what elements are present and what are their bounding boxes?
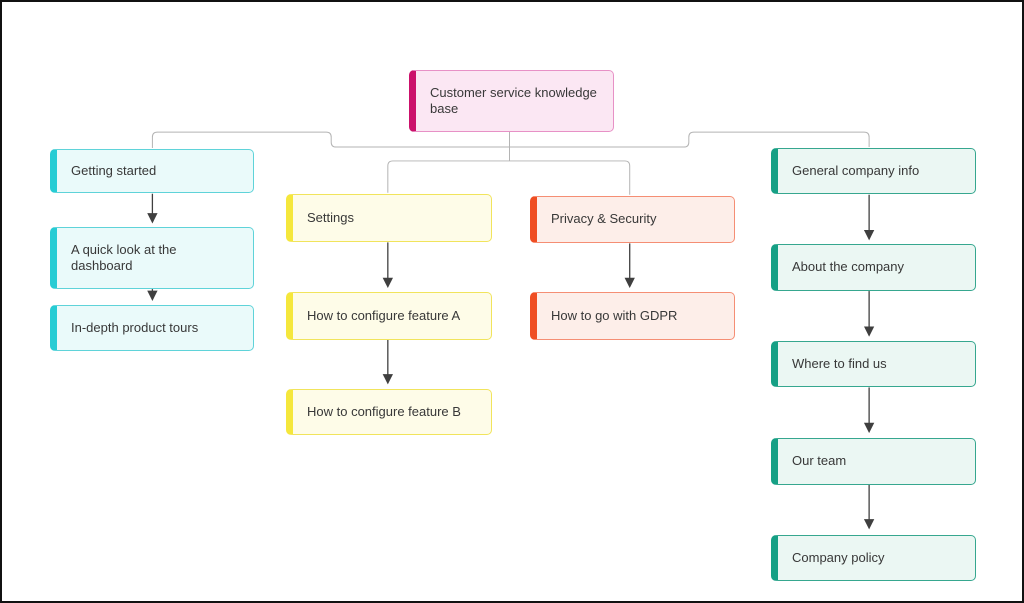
node-quick-look[interactable]: A quick look at the dashboard	[50, 227, 254, 289]
node-label: Company policy	[792, 549, 885, 565]
node-privacy[interactable]: Privacy & Security	[530, 196, 735, 243]
edge-root-general	[509, 131, 870, 148]
flow-arrows	[147, 193, 875, 530]
node-label: A quick look at the dashboard	[71, 241, 177, 273]
node-root[interactable]: Customer service knowledge base	[409, 70, 614, 132]
node-our-team[interactable]: Our team	[771, 438, 976, 485]
node-label: Settings	[307, 209, 354, 225]
node-about[interactable]: About the company	[771, 244, 976, 291]
node-label: In-depth product tours	[71, 319, 199, 335]
node-label: Customer service knowledge base	[430, 84, 597, 116]
node-label: How to configure feature A	[307, 307, 461, 323]
tree-connectors	[151, 131, 870, 195]
node-feature-b[interactable]: How to configure feature B	[286, 389, 492, 435]
node-feature-a[interactable]: How to configure feature A	[286, 292, 492, 340]
edge-root-getting-started	[151, 131, 510, 149]
node-label: Getting started	[71, 162, 157, 178]
node-gdpr[interactable]: How to go with GDPR	[530, 292, 735, 340]
node-label: General company info	[792, 162, 920, 178]
node-label: Privacy & Security	[551, 211, 657, 227]
node-label: Where to find us	[792, 355, 887, 371]
node-label: How to configure feature B	[307, 403, 461, 419]
node-label: About the company	[792, 259, 905, 275]
node-label: Our team	[792, 453, 847, 469]
edge-root-privacy	[509, 160, 631, 195]
edge-root-settings	[387, 160, 510, 193]
node-getting-started[interactable]: Getting started	[50, 149, 254, 193]
node-where[interactable]: Where to find us	[771, 341, 976, 387]
node-general[interactable]: General company info	[771, 148, 976, 194]
node-company-policy[interactable]: Company policy	[771, 535, 976, 581]
node-settings[interactable]: Settings	[286, 194, 492, 242]
node-label: How to go with GDPR	[551, 307, 678, 323]
node-in-depth[interactable]: In-depth product tours	[50, 305, 254, 351]
